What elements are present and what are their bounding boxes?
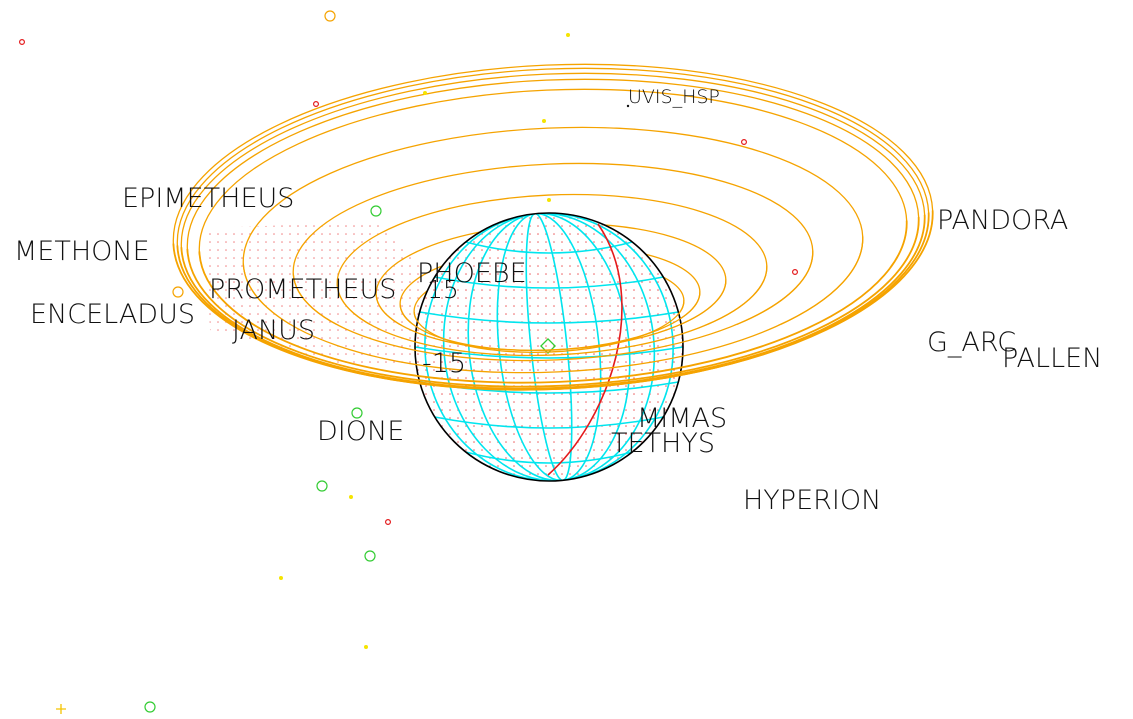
star-marker: [144, 701, 156, 713]
globe-limb: [414, 212, 684, 482]
terminator-line: [547, 223, 623, 476]
label-tethys: TETHYS: [611, 428, 715, 459]
latitude-line: [434, 416, 664, 429]
label-uvis-hsp: UVIS_HSP: [628, 86, 720, 108]
latitude-line: [465, 241, 633, 254]
star-marker: [423, 91, 427, 95]
ring-front-arc: [176, 212, 930, 391]
ring-shadow-dots: [205, 222, 420, 370]
label-prometheus: PROMETHEUS: [209, 274, 396, 305]
latitude-longitude-grid: [415, 213, 683, 481]
star-marker: [547, 198, 551, 202]
star-marker: [172, 286, 184, 298]
label-epimetheus: EPIMETHEUS: [122, 183, 294, 214]
label-15: 15: [427, 275, 459, 304]
star-marker: [542, 119, 546, 123]
latitude-line: [465, 451, 633, 464]
star-marker: [740, 139, 747, 146]
label-pallene: PALLEN: [1002, 343, 1102, 374]
star-marker: [279, 576, 283, 580]
star-marker: [791, 269, 798, 276]
star-marker: [370, 205, 382, 217]
star-marker: [324, 10, 336, 22]
label-enceladus: ENCELADUS: [30, 299, 195, 330]
ring-front-arc: [186, 216, 920, 388]
ring-front-arc: [180, 214, 926, 390]
uvis-hsp-dot: [626, 104, 630, 108]
ring-front-arc: [292, 250, 814, 362]
star-field: [19, 10, 798, 714]
star-marker: [351, 407, 363, 419]
star-marker: [385, 518, 392, 525]
label-methone: METHONE: [14, 236, 150, 267]
star-marker: [349, 495, 353, 499]
label-mimas: MIMAS: [637, 403, 727, 434]
label-dione: DIONE: [317, 416, 404, 447]
ring-front-arc: [336, 265, 768, 356]
label-minus15: -15: [422, 348, 466, 379]
ring-front-arc: [198, 220, 908, 384]
label-phoebe: PHOEBE: [417, 258, 527, 289]
star-marker: [316, 480, 328, 492]
latitude-line: [415, 346, 683, 359]
ring-front-arc: [413, 300, 685, 353]
body-labels: UVIS_HSP EPIMETHEUS PANDORA METHONE PHOE…: [14, 86, 1102, 516]
latitude-line: [434, 276, 664, 289]
star-marker: [313, 100, 320, 107]
saturn-globe: [414, 212, 684, 482]
star-marker: [364, 550, 376, 562]
rings-front: [172, 210, 934, 391]
ring-front-arc: [399, 291, 701, 351]
star-marker: [364, 645, 368, 649]
label-hyperion: HYPERION: [743, 485, 881, 516]
label-pandora: PANDORA: [937, 205, 1068, 236]
label-g-arc: G_ARC: [927, 327, 1016, 358]
star-marker: [56, 704, 66, 714]
star-marker: [19, 38, 26, 45]
latitude-line: [419, 311, 679, 324]
star-marker: [566, 33, 570, 37]
label-janus: JANUS: [232, 315, 315, 346]
ring-front-arc: [242, 236, 864, 374]
